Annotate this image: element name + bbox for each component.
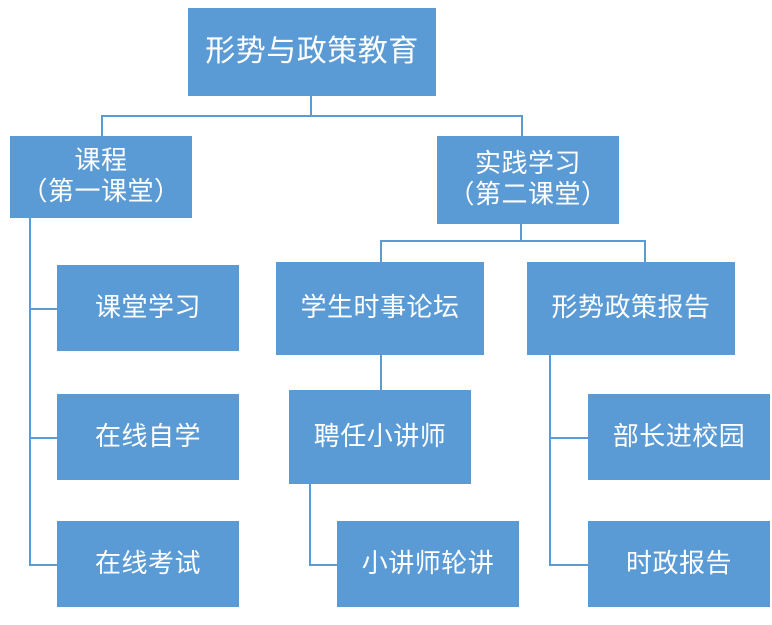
connector-appoint-lecturer-trunk — [309, 484, 311, 565]
node-online-exam-label: 在线考试 — [94, 548, 201, 578]
connector-curriculum-to-online-exam — [29, 564, 58, 566]
node-root[interactable]: 形势与政策教育 — [188, 8, 436, 96]
node-minister-campus-label: 部长进校园 — [612, 421, 746, 451]
connector-practice-to-student-forum — [380, 240, 382, 262]
node-policy-report-label: 形势政策报告 — [551, 293, 711, 323]
node-appoint-lecturer-label: 聘任小讲师 — [313, 421, 447, 451]
node-classroom-study-label: 课堂学习 — [94, 292, 201, 322]
node-lecturer-rotation[interactable]: 小讲师轮讲 — [337, 521, 519, 607]
connector-practice-bar — [380, 240, 645, 242]
connector-appoint-lecturer-to-rotation — [309, 564, 338, 566]
node-online-self-study-label: 在线自学 — [94, 421, 201, 451]
connector-policy-report-to-current-affairs-report — [549, 564, 588, 566]
connector-practice-to-policy-report — [644, 240, 646, 262]
node-curriculum-label-line2: （第一课堂） — [21, 177, 181, 206]
connector-root-stem — [310, 95, 312, 117]
node-practice-label-line2: （第二课堂） — [448, 180, 608, 209]
node-online-self-study[interactable]: 在线自学 — [57, 394, 239, 480]
connector-curriculum-trunk — [29, 218, 31, 566]
node-student-forum-label: 学生时事论坛 — [300, 293, 460, 323]
node-student-forum[interactable]: 学生时事论坛 — [276, 262, 484, 355]
connector-student-forum-to-appoint-lecturer — [380, 355, 382, 390]
connector-root-bar — [101, 115, 523, 117]
connector-root-to-practice — [521, 115, 523, 137]
node-classroom-study[interactable]: 课堂学习 — [57, 265, 239, 351]
connector-policy-report-trunk — [549, 355, 551, 565]
connector-policy-report-to-minister-campus — [549, 437, 588, 439]
node-curriculum-label-line1: 课程 — [74, 146, 128, 176]
node-lecturer-rotation-label: 小讲师轮讲 — [361, 548, 495, 578]
node-appoint-lecturer[interactable]: 聘任小讲师 — [289, 390, 471, 484]
connector-practice-stem — [520, 224, 522, 242]
node-root-label: 形势与政策教育 — [205, 35, 419, 69]
node-minister-campus[interactable]: 部长进校园 — [588, 394, 770, 480]
node-online-exam[interactable]: 在线考试 — [57, 521, 239, 607]
connector-curriculum-to-classroom-study — [29, 308, 58, 310]
node-current-affairs-report-label: 时政报告 — [625, 548, 732, 578]
connector-curriculum-to-online-self-study — [29, 437, 58, 439]
node-current-affairs-report[interactable]: 时政报告 — [588, 521, 770, 607]
node-policy-report[interactable]: 形势政策报告 — [527, 262, 735, 355]
node-practice-label-line1: 实践学习 — [474, 149, 581, 179]
connector-root-to-curriculum — [101, 115, 103, 137]
node-curriculum[interactable]: 课程 （第一课堂） — [10, 136, 192, 218]
node-practice[interactable]: 实践学习 （第二课堂） — [437, 136, 619, 224]
